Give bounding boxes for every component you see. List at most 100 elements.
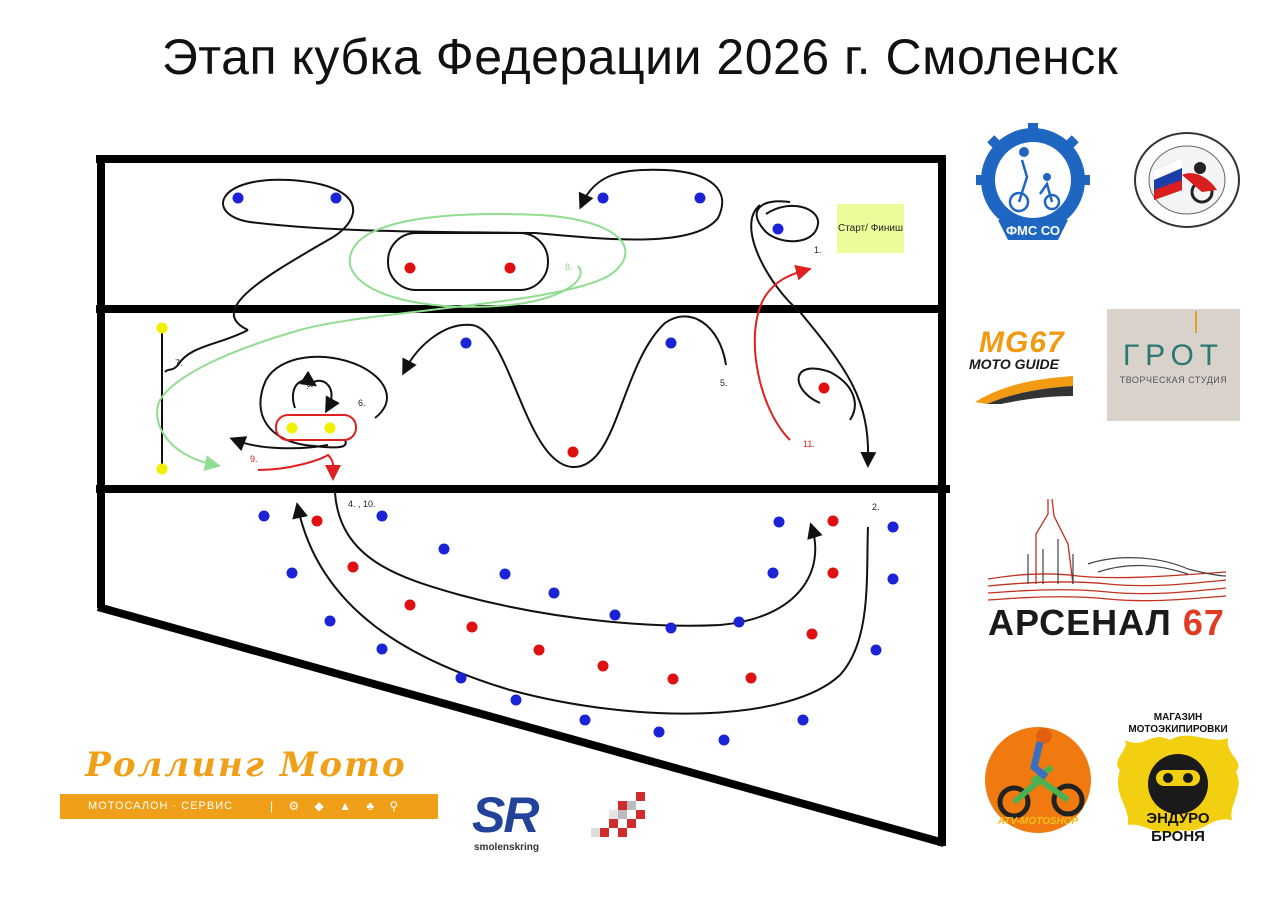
red-cone <box>827 567 839 579</box>
mg67-road-icon <box>975 376 1073 404</box>
arsenal-number: 67 <box>1182 602 1225 643</box>
border-bottom-diagonal <box>96 603 946 847</box>
red-cone <box>745 672 757 684</box>
red-cone <box>667 673 679 685</box>
grot-sub: ТВОРЧЕСКАЯ СТУДИЯ <box>1119 375 1228 385</box>
service-icons: | ⚙ ◆ ▲ ♣ ⚲ <box>270 799 405 813</box>
regional-federation-logo <box>1132 130 1242 230</box>
label-5: 5. <box>720 378 728 388</box>
blue-cone <box>665 622 677 634</box>
grot-logo: ГРОТ ТВОРЧЕСКАЯ СТУДИЯ <box>1107 309 1240 421</box>
red-cone <box>504 262 516 274</box>
route-seg-d <box>797 367 856 421</box>
route-green <box>156 213 627 471</box>
red-cone <box>567 446 579 458</box>
sr-mark: SR <box>472 787 539 843</box>
blue-cone <box>767 567 779 579</box>
label-1: 1. <box>814 245 822 255</box>
arsenal-fortress-icon <box>987 498 1227 602</box>
blue-cone <box>579 714 591 726</box>
mg67-logo: MG67 MOTO GUIDE <box>965 322 1077 404</box>
blue-cone <box>733 616 745 628</box>
blue-cone <box>330 192 342 204</box>
blue-cone <box>455 672 467 684</box>
blue-cone <box>499 568 511 580</box>
red-cone <box>311 515 323 527</box>
cones <box>156 192 899 746</box>
route-seg-a <box>222 168 724 331</box>
route-inner-loop <box>334 492 823 627</box>
blue-cone <box>718 734 730 746</box>
sr-sub: smolenskring <box>474 842 540 853</box>
route-seg-h <box>292 370 317 409</box>
atv-motoshop-logo: ATV-MOTOSHOP <box>982 722 1094 834</box>
enduro-bronya-logo: МАГАЗИН МОТОЭКИПИРОВКИ ЭНДУРО БРОНЯ <box>1110 710 1246 850</box>
blue-cone <box>870 644 882 656</box>
route-seg-g <box>229 436 329 452</box>
rolling-band-tip <box>410 794 430 819</box>
blue-cone <box>232 192 244 204</box>
route-seg-i <box>311 380 340 414</box>
enduro-bottom2: БРОНЯ <box>1151 828 1205 845</box>
inner-loop-track <box>387 232 549 291</box>
route-red-9 <box>257 453 342 481</box>
mg67-name: MG67 <box>979 326 1065 359</box>
blue-cone <box>772 223 784 235</box>
label-3: 3. <box>304 382 315 390</box>
red-cone <box>404 262 416 274</box>
red-cone <box>806 628 818 640</box>
route-seg-e <box>402 315 727 469</box>
fms-gear-icon <box>976 123 1090 240</box>
blue-cone <box>376 643 388 655</box>
enduro-bottom1: ЭНДУРО <box>1146 810 1210 827</box>
arsenal-name: АРСЕНАЛ <box>988 602 1172 643</box>
blue-cone <box>548 587 560 599</box>
route-red-11 <box>753 264 812 441</box>
label-7: 7. <box>175 358 183 368</box>
start-finish-box: Старт/ Финиш <box>837 204 904 253</box>
mg67-sub: MOTO GUIDE <box>969 356 1059 372</box>
page-title: Этап кубка Федерации 2026 г. Смоленск <box>161 29 1119 85</box>
red-cone <box>404 599 416 611</box>
red-cone <box>827 515 839 527</box>
atv-name: ATV-MOTOSHOP <box>997 816 1079 827</box>
blue-cone <box>324 615 336 627</box>
label-9: 9. <box>250 454 258 464</box>
blue-cone <box>438 543 450 555</box>
fms-caption: ФМС СО <box>1005 223 1061 238</box>
route-seg-j <box>164 329 249 373</box>
checkered-flag-icon <box>591 792 645 837</box>
label-4-10: 4. , 10. <box>348 499 376 509</box>
track-borders <box>96 155 950 847</box>
blue-cone <box>797 714 809 726</box>
route-black <box>161 168 877 715</box>
enduro-top: МАГАЗИН МОТОЭКИПИРОВКИ <box>1128 712 1228 735</box>
blue-cone <box>258 510 270 522</box>
label-2: 2. <box>872 502 880 512</box>
yellow-cone <box>156 463 168 475</box>
blue-cone <box>887 573 899 585</box>
blue-cone <box>460 337 472 349</box>
red-cone <box>466 621 478 633</box>
route-seg-f <box>259 355 388 449</box>
lightbulb-icon <box>1195 311 1197 333</box>
route-green-8 <box>156 213 627 471</box>
blue-cone <box>773 516 785 528</box>
grot-name: ГРОТ <box>1122 339 1225 372</box>
blue-cone <box>609 609 621 621</box>
label-8: 8. <box>565 262 573 272</box>
red-cone <box>533 644 545 656</box>
arsenal-wordmark: АРСЕНАЛ 67 <box>988 602 1225 644</box>
rolling-moto-logo: Роллинг Мото МОТОСАЛОН · СЕРВИС | ⚙ ◆ ▲ … <box>60 745 438 823</box>
yellow-cone <box>156 322 168 334</box>
rolling-moto-name: Роллинг Мото <box>85 745 407 785</box>
route-seg-c <box>750 204 877 468</box>
yellow-cone <box>286 422 298 434</box>
route-red <box>257 264 812 481</box>
route-red-loop <box>275 414 357 441</box>
blue-cone <box>286 567 298 579</box>
label-6: 6. <box>358 398 366 408</box>
blue-cone <box>376 510 388 522</box>
atv-rider-icon <box>985 727 1091 833</box>
blue-cone <box>653 726 665 738</box>
